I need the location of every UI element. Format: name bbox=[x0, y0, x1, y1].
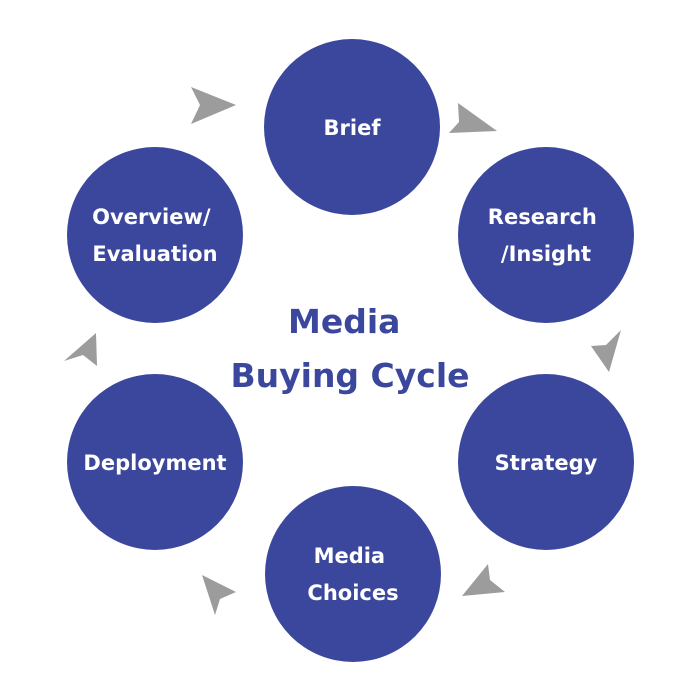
node-label: Overview/ Evaluation bbox=[92, 205, 218, 266]
cycle-arrows bbox=[64, 87, 621, 615]
arrow-deployment-to-overview bbox=[64, 333, 97, 366]
node-circle bbox=[458, 147, 634, 323]
node-label: Deployment bbox=[83, 451, 226, 475]
arrow-strategy-to-media-choices bbox=[462, 564, 505, 596]
node-label: Media Choices bbox=[307, 544, 398, 605]
node-circle bbox=[265, 486, 441, 662]
arrow-media-choices-to-deployment bbox=[202, 575, 236, 615]
arrow-overview-to-brief bbox=[191, 87, 236, 124]
cycle-node-overview: Overview/ Evaluation bbox=[67, 147, 243, 323]
arrow-research-to-strategy bbox=[591, 330, 621, 372]
cycle-node-media-choices: Media Choices bbox=[265, 486, 441, 662]
node-label: Research /Insight bbox=[488, 205, 604, 266]
cycle-node-strategy: Strategy bbox=[458, 374, 634, 550]
node-circle bbox=[458, 374, 634, 550]
node-circle bbox=[264, 39, 440, 215]
cycle-node-deployment: Deployment bbox=[67, 374, 243, 550]
node-circle bbox=[67, 147, 243, 323]
cycle-node-research: Research /Insight bbox=[458, 147, 634, 323]
arrow-brief-to-research bbox=[449, 103, 497, 133]
node-label: Brief bbox=[324, 116, 382, 140]
cycle-node-brief: Brief bbox=[264, 39, 440, 215]
node-label: Strategy bbox=[495, 451, 598, 475]
center-title: Media Buying Cycle bbox=[230, 302, 469, 395]
node-circle bbox=[67, 374, 243, 550]
